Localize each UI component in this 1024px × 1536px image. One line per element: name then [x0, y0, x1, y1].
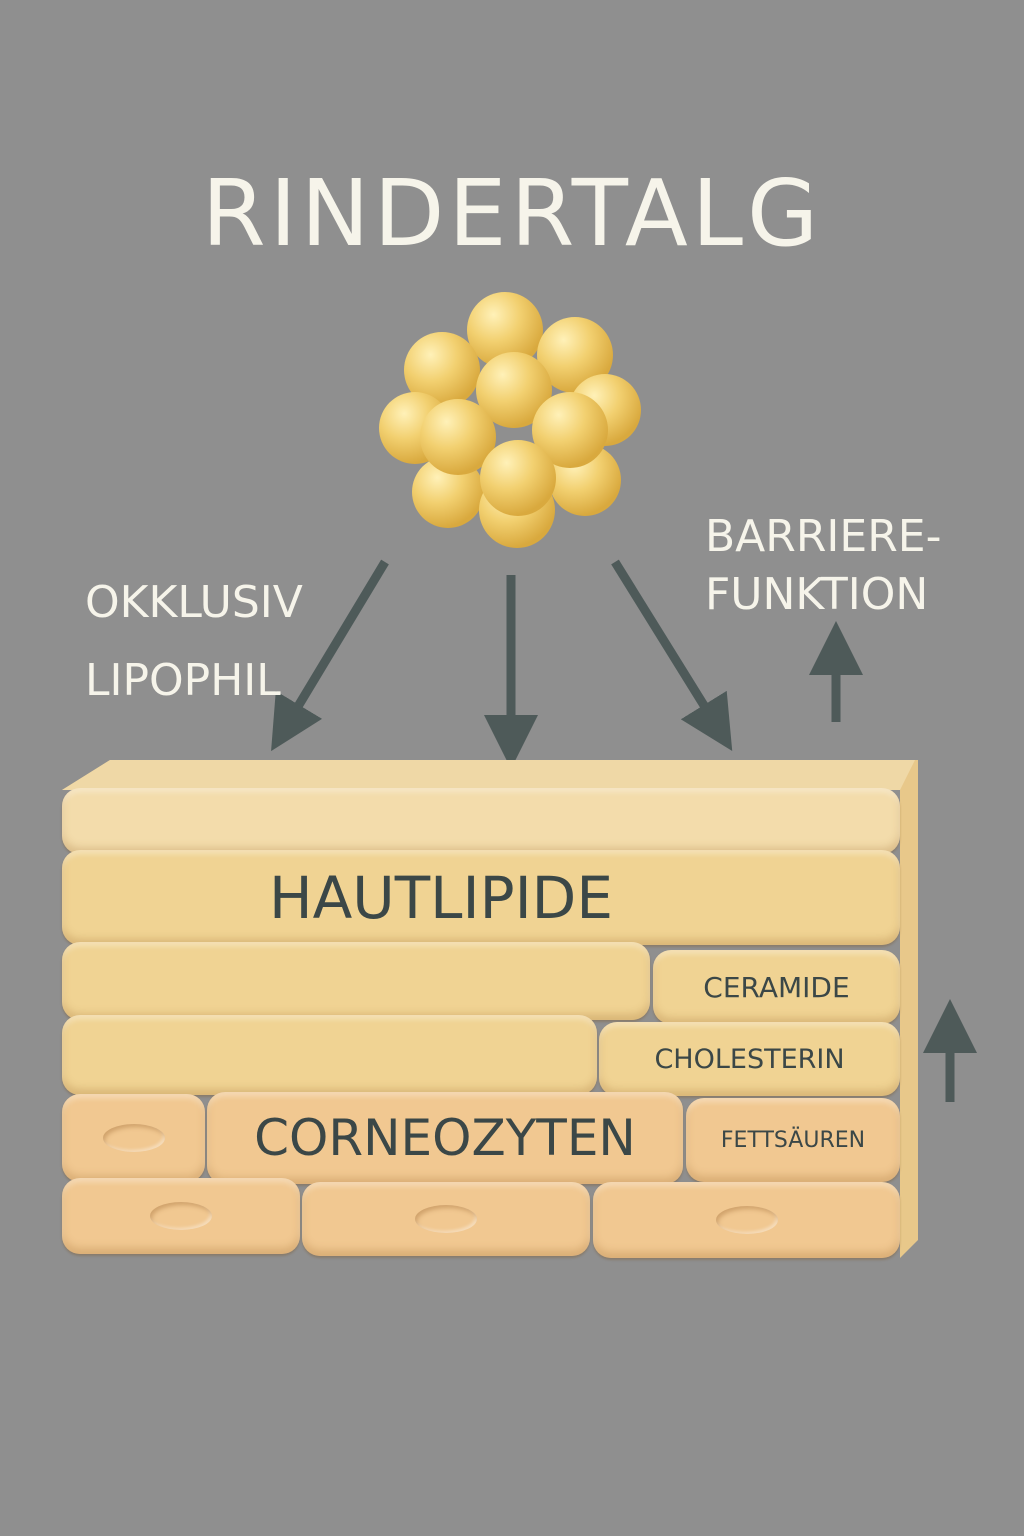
- nucleus-icon: [150, 1202, 212, 1230]
- label-lipophil: LIPOPHIL: [85, 655, 281, 706]
- arrow-down-right: [611, 559, 733, 751]
- layer-ceramide: CERAMIDE: [653, 950, 900, 1024]
- layer-cholesterin: CHOLESTERIN: [599, 1022, 900, 1096]
- top-lipid-layer: [62, 788, 900, 854]
- label-okklusiv: OKKLUSIV: [85, 577, 303, 628]
- cholesterin-label: CHOLESTERIN: [654, 1043, 845, 1075]
- label-barrierefunktion: BARRIERE- FUNKTION: [705, 508, 941, 624]
- skin-block-3d-side: [62, 760, 918, 1258]
- layer-fettsaeuren: FETTSÄUREN: [686, 1098, 900, 1182]
- layer-corneozyten: CORNEOZYTEN: [207, 1092, 683, 1184]
- corneocyte-cell: [302, 1182, 590, 1256]
- arrow-down-left: [271, 559, 389, 752]
- tallow-molecule-cluster: [379, 292, 641, 548]
- corneocyte-cell: [62, 1094, 205, 1182]
- nucleus-icon: [103, 1124, 165, 1152]
- corneozyten-label: CORNEOZYTEN: [254, 1109, 636, 1167]
- fettsaeuren-label: FETTSÄUREN: [720, 1127, 866, 1153]
- corneocyte-cell: [593, 1182, 900, 1258]
- nucleus-icon: [716, 1206, 778, 1234]
- corneocyte-cell: [62, 1178, 300, 1254]
- lipid-layer-3: [62, 942, 650, 1020]
- label-funktion: FUNKTION: [705, 569, 929, 620]
- lipid-layer-4: [62, 1015, 597, 1095]
- nucleus-icon: [415, 1205, 477, 1233]
- ceramide-label: CERAMIDE: [703, 970, 850, 1004]
- layer-hautlipide: HAUTLIPIDE: [62, 850, 900, 945]
- label-barriere: BARRIERE-: [705, 511, 942, 562]
- page-title: RINDERTALG: [201, 160, 823, 267]
- hautlipide-label: HAUTLIPIDE: [269, 863, 613, 932]
